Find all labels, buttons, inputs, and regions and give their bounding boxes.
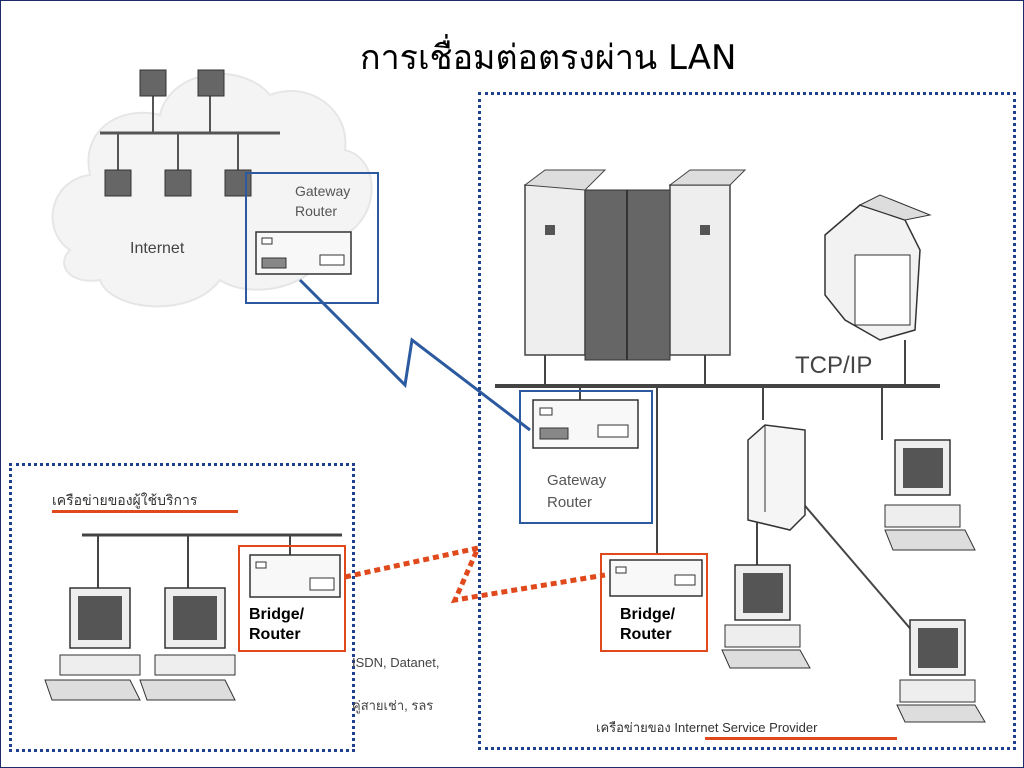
isp-network-label: เครือข่ายของ Internet Service Provider — [596, 720, 818, 735]
gateway-router-top-device — [255, 231, 352, 275]
gateway-router-mid-box — [519, 390, 653, 524]
page-title: การเชื่อมต่อตรงผ่าน LAN — [360, 38, 737, 78]
bridge-router-left-label: Bridge/ Router — [249, 606, 305, 643]
gateway-router-mid-label: Gateway Router — [547, 472, 607, 511]
bridge-router-right-box — [600, 553, 708, 652]
isp-network-underline — [705, 737, 897, 740]
tcpip-label: TCP/IP — [795, 352, 873, 379]
gateway-router-mid-device — [532, 399, 639, 449]
internet-node — [104, 169, 132, 197]
printer-icon — [824, 194, 932, 385]
customer-network-label: เครือข่ายของผู้ใช้บริการ — [52, 492, 198, 508]
bridge-router-right-device — [609, 559, 703, 597]
internet-node — [197, 69, 225, 97]
mainframe-icon — [523, 169, 747, 385]
workstation-icon — [139, 587, 236, 701]
workstation-icon — [721, 564, 811, 669]
gateway-router-top-box — [245, 172, 379, 304]
server-icon — [747, 424, 806, 531]
link-types-line1: ISDN, Datanet, — [352, 655, 440, 670]
gateway-router-top-label: Gateway Router — [295, 183, 351, 219]
isp-network-border — [478, 92, 1016, 750]
internet-node — [139, 69, 167, 97]
customer-network-border — [9, 463, 355, 752]
bridge-router-left-box — [238, 545, 346, 652]
internet-node — [164, 169, 192, 197]
workstation-icon — [884, 439, 976, 551]
bridge-router-right-label: Bridge/ Router — [620, 606, 676, 643]
leased-line-link — [344, 544, 606, 604]
workstation-icon — [896, 619, 986, 723]
workstation-icon — [44, 587, 141, 701]
internet-label: Internet — [130, 240, 185, 257]
wan-link — [298, 278, 531, 432]
customer-network-underline — [52, 510, 238, 513]
bridge-router-left-device — [249, 554, 341, 598]
link-types-line2: คู่สายเช่า, รลร — [352, 698, 434, 713]
